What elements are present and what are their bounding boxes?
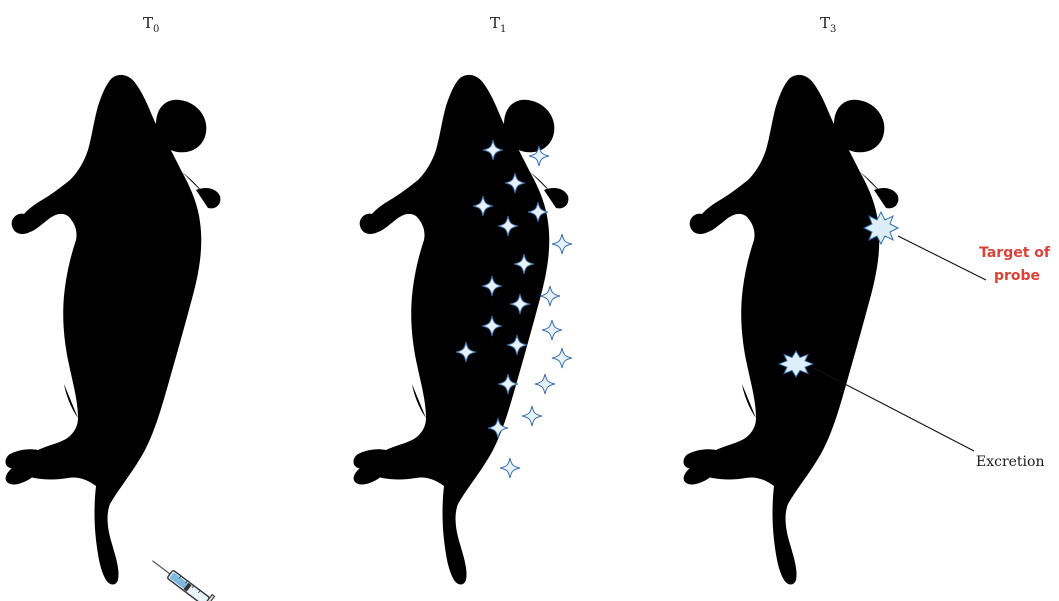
mouse-outline-t0 [6, 75, 221, 585]
signal-burst-icon [779, 351, 813, 377]
mouse-outline-t1 [354, 75, 569, 585]
target-of-probe-label: Target of probe [979, 245, 1055, 284]
probe-sparkle-icon [542, 320, 562, 340]
panel-label-t1: T1 [490, 14, 506, 35]
probe-sparkle-icon [500, 458, 520, 478]
mouse-outline-t3 [684, 75, 899, 585]
signal-burst-icon [864, 212, 898, 244]
probe-sparkle-icon [552, 348, 572, 368]
target-leader-line [898, 236, 986, 280]
probe-sparkle-icon [540, 286, 560, 306]
panel-label-t3: T3 [820, 14, 836, 35]
excretion-label: Excretion [976, 454, 1044, 470]
probe-sparkle-icon [552, 234, 572, 254]
probe-sparkle-icon [535, 374, 555, 394]
probe-sparkle-icon [522, 406, 542, 426]
syringe-icon [147, 554, 230, 601]
panel-label-t0: T0 [143, 14, 159, 35]
